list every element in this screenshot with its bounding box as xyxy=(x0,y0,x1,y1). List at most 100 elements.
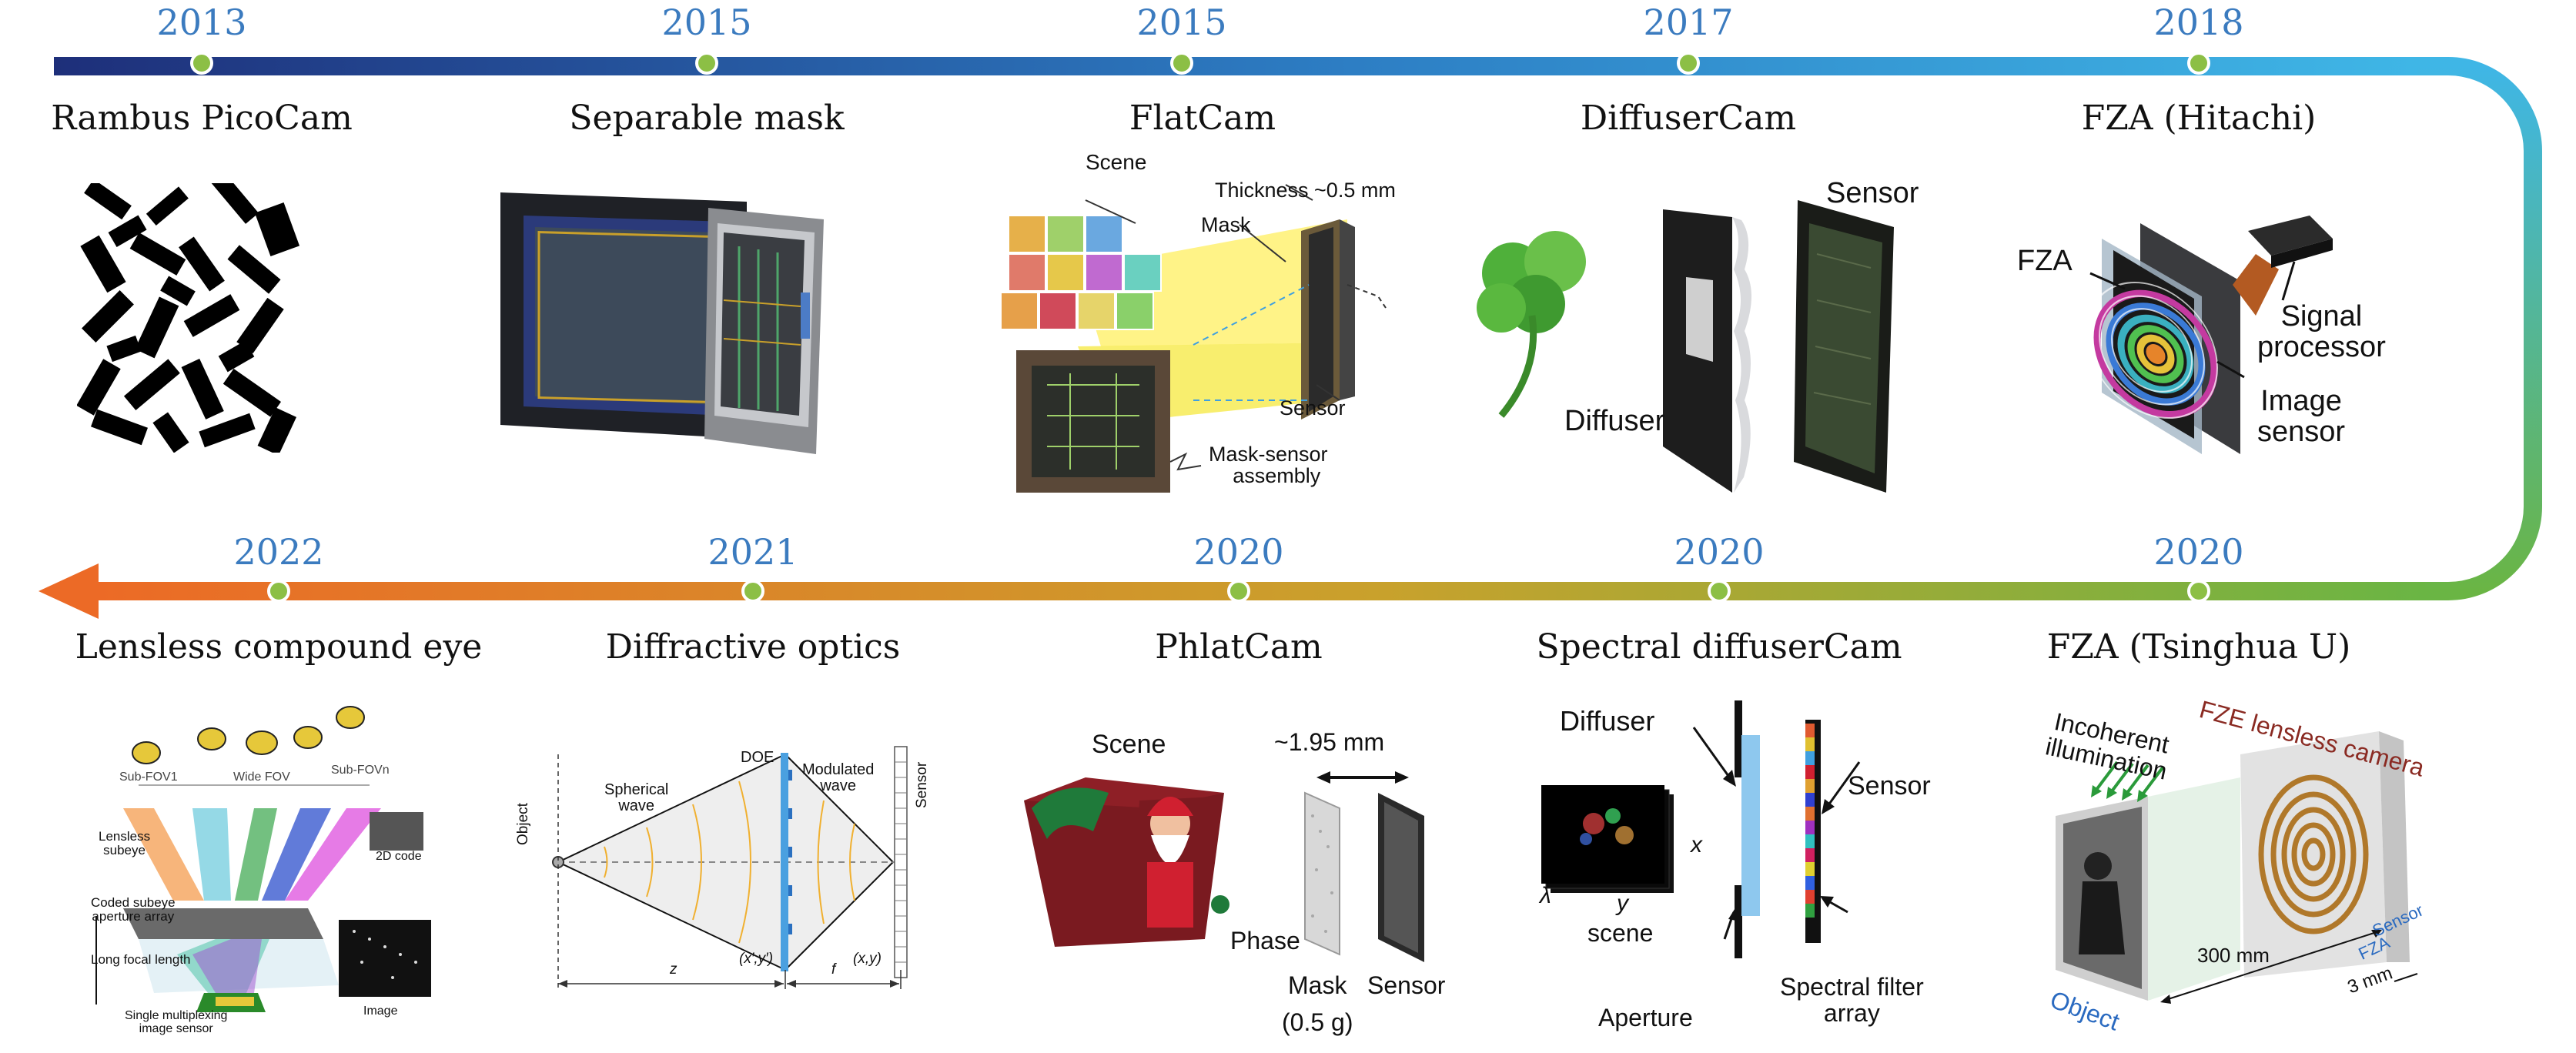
year-label: 2017 xyxy=(1643,2,1734,43)
modulated-wave-line2: wave xyxy=(820,777,857,794)
year-label: 2018 xyxy=(2153,2,2244,43)
single-sensor-line2: image sensor xyxy=(139,1021,213,1035)
x-axis-label: x xyxy=(1691,832,1702,857)
phase-mask-label: Mask (0.5 g) xyxy=(1282,971,1353,1036)
diffusercam-sensor-label: Sensor xyxy=(1826,177,1919,209)
year-label: 2013 xyxy=(156,2,247,43)
spectral-diffusercam-diagram xyxy=(1541,700,1861,958)
spherical-wave-line2: wave xyxy=(618,797,655,814)
y-axis-label: y xyxy=(1617,891,1628,916)
camera-name: Spectral diffuserCam xyxy=(1536,627,1902,667)
flatcam-assembly-line2: assembly xyxy=(1233,464,1321,488)
camera-name: Lensless compound eye xyxy=(75,627,483,667)
flatcam-diagram xyxy=(1000,184,1387,493)
camera-name: FZA (Tsinghua U) xyxy=(2046,627,2351,667)
flatcam-mask-label: Mask xyxy=(1201,213,1251,236)
phase-label: Phase xyxy=(1230,927,1300,954)
signal-processor-line2: processor xyxy=(2257,330,2386,363)
fza-label: FZA xyxy=(2017,245,2073,277)
timeline-dot xyxy=(695,52,718,75)
camera-name: Rambus PicoCam xyxy=(51,99,353,138)
timeline-dot xyxy=(267,580,290,603)
wide-fov-label: Wide FOV xyxy=(233,771,290,784)
flatcam-sensor-label: Sensor xyxy=(1280,396,1346,420)
f-label: f xyxy=(831,961,836,978)
timeline-dot xyxy=(2187,52,2210,75)
camera-name: FlatCam xyxy=(1129,99,1276,138)
coded-aperture-label: Coded subeye aperture array xyxy=(91,896,176,924)
single-sensor-line1: Single multiplexing xyxy=(125,1009,228,1022)
phase-mask-line2: (0.5 g) xyxy=(1282,1008,1353,1036)
timeline-arc xyxy=(2417,57,2542,600)
modulated-wave-label: Modulated wave xyxy=(802,762,874,794)
lambda-label: λ xyxy=(1540,883,1551,908)
flatcam-thickness-label: Thickness ~0.5 mm xyxy=(1215,179,1396,202)
timeline-dot xyxy=(1677,52,1700,75)
image-label: Image xyxy=(363,1005,398,1018)
filter-stripes xyxy=(1805,724,1815,918)
camera-name: Diffractive optics xyxy=(605,627,901,667)
diffusercam-diffuser-label: Diffuser xyxy=(1564,405,1665,437)
code-2d-label: 2D code xyxy=(376,850,422,863)
diffusercam-diagram xyxy=(1477,200,1894,493)
lensless-subeye-line1: Lensless xyxy=(99,829,151,844)
spectral-filter-line1: Spectral filter xyxy=(1780,973,1924,1001)
timeline-dot xyxy=(1708,580,1731,603)
timeline-dots-top xyxy=(190,52,2210,75)
aperture-label: Aperture xyxy=(1598,1004,1693,1031)
image-sensor-label: Image sensor xyxy=(2257,386,2345,448)
coded-aperture-line1: Coded subeye xyxy=(91,895,176,910)
year-label: 2021 xyxy=(708,531,798,573)
santa-cup xyxy=(1024,777,1229,947)
camera-name: Separable mask xyxy=(569,99,845,138)
lensless-subeye-line2: subeye xyxy=(103,842,146,857)
phlatcam-sensor-label: Sensor xyxy=(1367,971,1446,999)
spectral-diffuser-label: Diffuser xyxy=(1560,705,1655,737)
spectral-filter-line2: array xyxy=(1823,998,1880,1027)
year-label: 2015 xyxy=(661,2,752,43)
sub-fovn-label: Sub-FOVn xyxy=(331,764,390,777)
image-sensor-line1: Image xyxy=(2260,385,2342,417)
separable-mask-image xyxy=(500,192,824,454)
single-sensor-label: Single multiplexing image sensor xyxy=(125,1009,228,1036)
phlatcam-gap-label: ~1.95 mm xyxy=(1274,728,1385,756)
timeline-dot xyxy=(741,580,764,603)
modulated-wave-line1: Modulated xyxy=(802,761,875,778)
year-label: 2020 xyxy=(1193,531,1284,573)
flatcam-assembly-line1: Mask-sensor xyxy=(1209,443,1328,466)
signal-processor-line1: Signal xyxy=(2280,300,2363,333)
coded-aperture-line2: aperture array xyxy=(92,908,175,924)
top-timeline-bar xyxy=(54,57,2417,75)
phlatcam-diagram xyxy=(1024,771,1424,962)
timeline-dot xyxy=(1170,52,1193,75)
diffractive-optics-diagram xyxy=(552,746,908,989)
year-label: 2020 xyxy=(2153,531,2244,573)
spectral-filter-label: Spectral filter array xyxy=(1780,974,1924,1026)
year-label: 2022 xyxy=(233,531,324,573)
timeline-dot xyxy=(1227,580,1250,603)
xy-prime-label: (x′,y′) xyxy=(739,951,774,967)
fza-tsinghua-diagram xyxy=(2056,731,2418,1004)
year-label: 2020 xyxy=(1674,531,1765,573)
phlatcam-scene-label: Scene xyxy=(1092,730,1166,759)
timeline-arrowhead xyxy=(38,563,99,619)
spherical-wave-line1: Spherical xyxy=(604,781,669,798)
long-focal-length-label: Long focal length xyxy=(91,952,191,967)
lensless-subeye-label: Lensless subeye xyxy=(99,830,150,857)
picocam-pattern xyxy=(77,183,300,453)
scene-label: scene xyxy=(1587,919,1654,947)
phase-mask-line1: Mask xyxy=(1288,971,1347,999)
distance-label: 300 mm xyxy=(2197,944,2270,967)
year-label: 2015 xyxy=(1136,2,1227,43)
spectral-sensor-label: Sensor xyxy=(1848,771,1931,801)
camera-name: DiffuserCam xyxy=(1580,99,1797,138)
doe-label: DOE xyxy=(741,749,774,766)
z-label: z xyxy=(670,961,677,978)
flatcam-assembly-label: Mask-sensor assembly xyxy=(1209,443,1328,487)
timeline-dots-bottom xyxy=(267,580,2210,603)
fza-hitachi-diagram xyxy=(2086,216,2333,454)
camera-name: FZA (Hitachi) xyxy=(2081,99,2317,138)
image-sensor-line2: sensor xyxy=(2257,415,2346,448)
timeline-dot xyxy=(2187,580,2210,603)
